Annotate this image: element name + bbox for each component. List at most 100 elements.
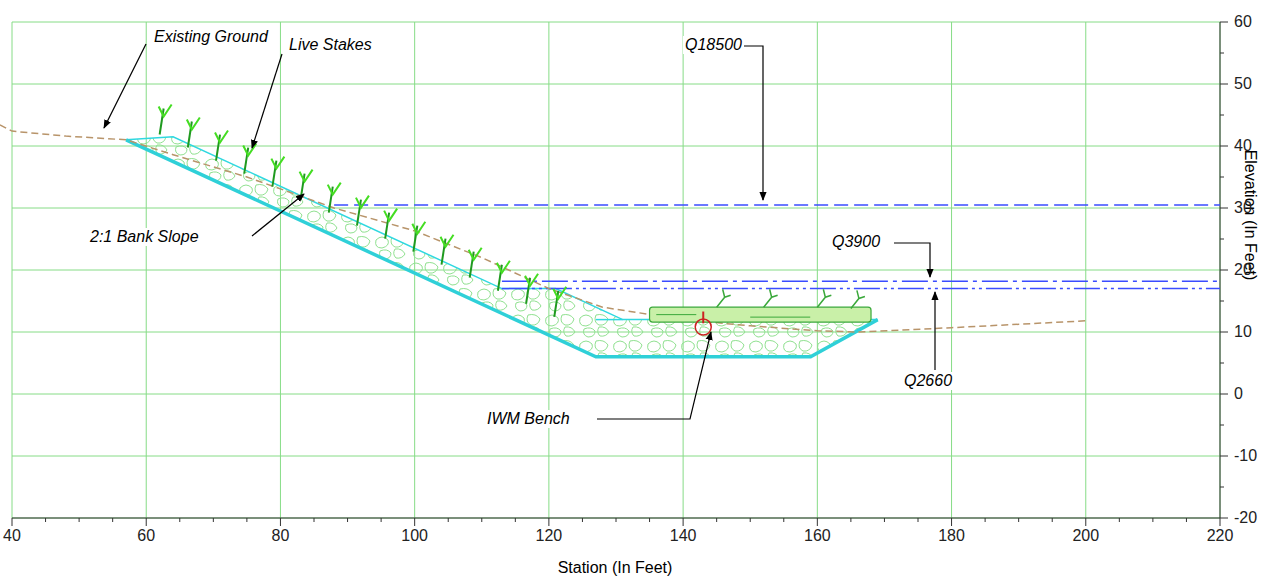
axis-tick bbox=[414, 518, 415, 526]
stake-leaves bbox=[215, 131, 228, 143]
log-branch bbox=[851, 290, 865, 308]
axis-tick bbox=[314, 518, 315, 522]
log-grain bbox=[656, 315, 810, 317]
callout-label: IWM Bench bbox=[485, 410, 572, 428]
leader-line bbox=[252, 194, 304, 236]
tick-label: 140 bbox=[668, 527, 699, 545]
tick-label: -10 bbox=[1232, 447, 1259, 465]
tick-label: -20 bbox=[1232, 509, 1259, 527]
stake-leaves bbox=[356, 196, 369, 208]
axis-tick bbox=[1220, 487, 1224, 488]
grid-line bbox=[12, 270, 1220, 271]
grid-line bbox=[12, 456, 1220, 457]
callout-label: Q3900 bbox=[830, 233, 882, 251]
axis-tick bbox=[884, 518, 885, 522]
tick-label: 40 bbox=[1232, 137, 1254, 155]
water-surface bbox=[502, 280, 1220, 282]
log-branch bbox=[817, 289, 831, 307]
axis-tick bbox=[45, 518, 46, 522]
tick-label: 120 bbox=[534, 527, 565, 545]
leader-line bbox=[104, 44, 146, 128]
axis-tick bbox=[1220, 115, 1224, 116]
stake-leaves bbox=[553, 287, 566, 299]
water-surface bbox=[334, 204, 1220, 206]
axis-tick bbox=[79, 518, 80, 522]
axis-tick bbox=[1220, 239, 1224, 240]
log-branch bbox=[717, 289, 731, 307]
callout-label: Q2660 bbox=[902, 372, 954, 390]
axis-tick bbox=[1152, 518, 1153, 522]
axis-tick bbox=[1220, 394, 1228, 395]
excavation-line bbox=[126, 140, 878, 357]
finish-grade bbox=[126, 137, 878, 320]
axis-tick bbox=[246, 518, 247, 522]
axis-tick bbox=[1220, 518, 1228, 519]
axis-tick bbox=[951, 518, 952, 526]
axis-tick bbox=[716, 518, 717, 522]
tick-label: 50 bbox=[1232, 75, 1254, 93]
axis-tick bbox=[481, 518, 482, 522]
axis-tick bbox=[347, 518, 348, 522]
callout-label: Existing Ground bbox=[152, 28, 270, 46]
axis-title: Station (In Feet) bbox=[556, 559, 675, 577]
axis-tick bbox=[280, 518, 281, 526]
axis-tick bbox=[1220, 301, 1224, 302]
axis-tick bbox=[783, 518, 784, 522]
section bbox=[0, 44, 1220, 419]
stake-leaves bbox=[328, 183, 341, 195]
axis-tick bbox=[1220, 84, 1228, 85]
axis-tick bbox=[213, 518, 214, 522]
axis-tick bbox=[616, 518, 617, 522]
axis-tick bbox=[1085, 518, 1086, 526]
axis-tick bbox=[1220, 332, 1228, 333]
leader-line bbox=[738, 46, 763, 200]
axis-tick bbox=[1220, 270, 1228, 271]
axis-tick bbox=[1119, 518, 1120, 522]
tick-label: 30 bbox=[1232, 199, 1254, 217]
grid-line bbox=[12, 84, 1220, 85]
leader-line bbox=[934, 292, 935, 370]
axis-tick bbox=[179, 518, 180, 522]
stake-leaves bbox=[243, 144, 256, 156]
callout-label: Q18500 bbox=[683, 36, 744, 54]
callout-label: 2:1 Bank Slope bbox=[88, 228, 201, 246]
stake-leaves bbox=[271, 157, 284, 169]
axis-tick bbox=[1052, 518, 1053, 522]
axis-tick bbox=[12, 518, 13, 526]
stake-leaves bbox=[469, 248, 482, 260]
tick-label: 60 bbox=[135, 527, 157, 545]
axis-tick bbox=[1220, 177, 1224, 178]
stake-leaves bbox=[525, 274, 538, 286]
axis-tick bbox=[817, 518, 818, 526]
axis-tick bbox=[1220, 22, 1228, 23]
tick-label: 0 bbox=[1232, 385, 1245, 403]
axis-tick bbox=[548, 518, 549, 526]
bench-top bbox=[596, 319, 623, 321]
tick-label: 220 bbox=[1205, 527, 1236, 545]
axis-tick bbox=[1220, 518, 1221, 526]
tick-label: 60 bbox=[1232, 13, 1254, 31]
axis-tick bbox=[1220, 456, 1228, 457]
grid bbox=[12, 22, 1228, 526]
axis-tick bbox=[1220, 146, 1228, 147]
axis-tick bbox=[1186, 518, 1187, 522]
tick-label: 100 bbox=[399, 527, 430, 545]
grid-line bbox=[12, 394, 1220, 395]
stake-leaves bbox=[300, 170, 313, 182]
axis-tick bbox=[683, 518, 684, 526]
tick-label: 10 bbox=[1232, 323, 1254, 341]
axis-tick bbox=[582, 518, 583, 522]
existing-ground bbox=[0, 125, 1086, 332]
axis-tick bbox=[448, 518, 449, 522]
leader-line bbox=[597, 332, 711, 419]
axis-tick bbox=[112, 518, 113, 522]
stake-leaves bbox=[497, 261, 510, 273]
water-surface bbox=[502, 288, 1220, 290]
leader-line bbox=[894, 243, 930, 277]
grid-line bbox=[12, 22, 1220, 23]
tick-label: 200 bbox=[1070, 527, 1101, 545]
axis-tick bbox=[146, 518, 147, 526]
tick-label: 40 bbox=[1, 527, 23, 545]
axis-tick bbox=[1220, 425, 1224, 426]
